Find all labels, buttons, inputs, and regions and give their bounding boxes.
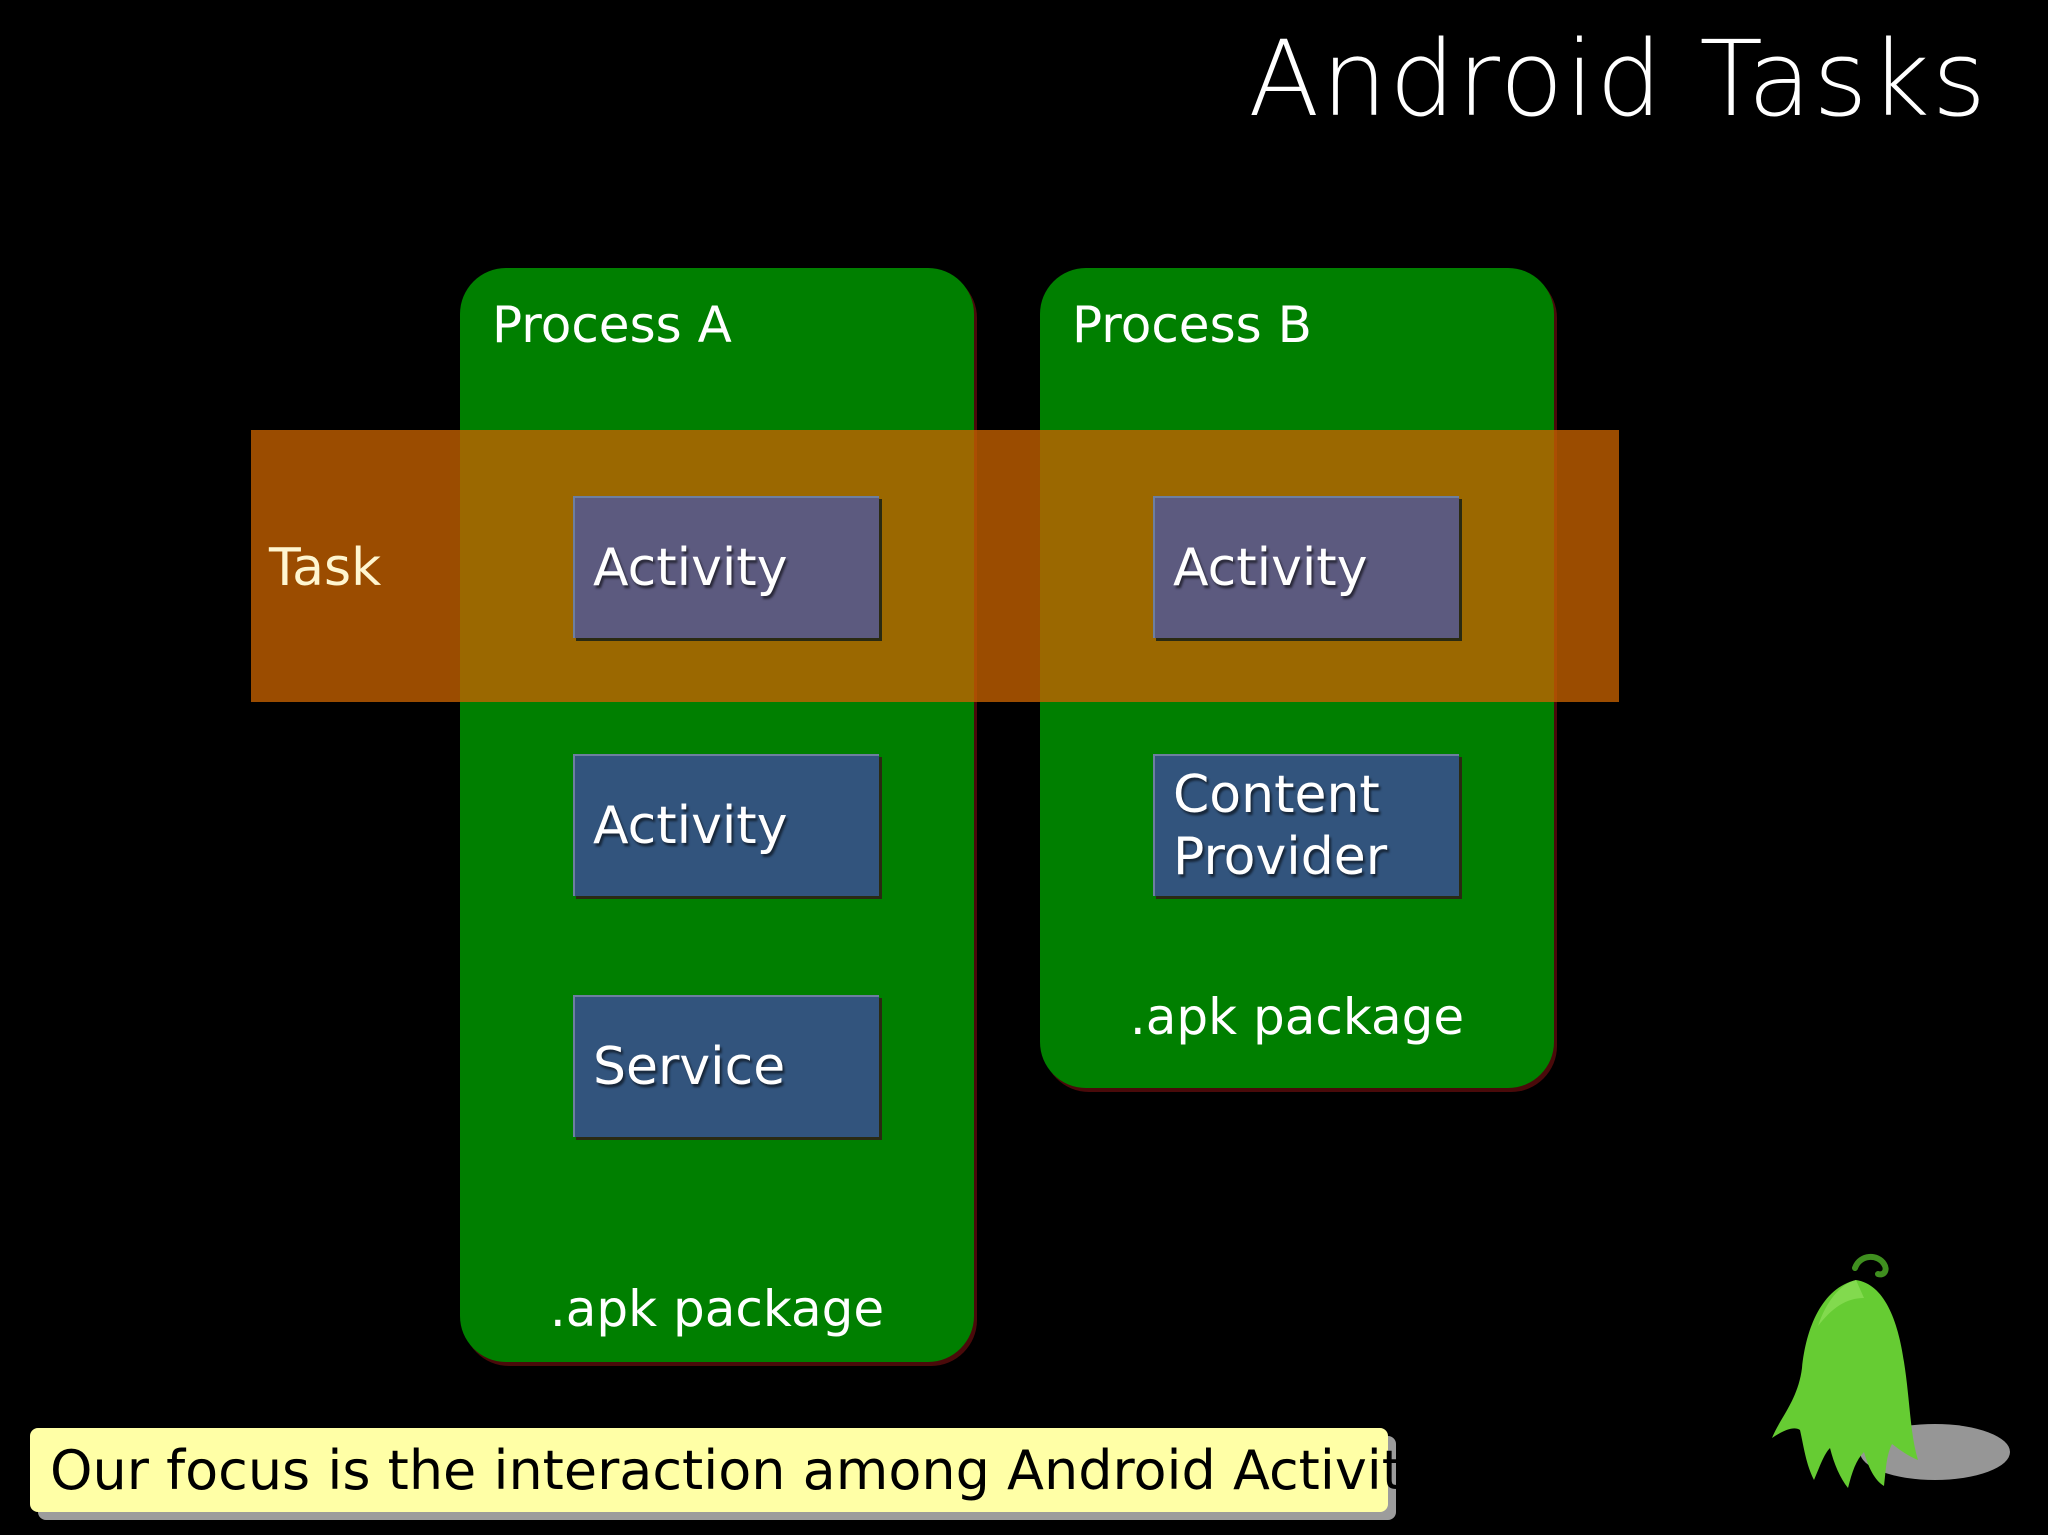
process-a-apk-label: .apk package [549, 1280, 885, 1338]
component-label: Activity [1173, 538, 1368, 598]
process-b-label: Process B [1072, 296, 1312, 354]
slide-title: Android Tasks [1248, 18, 1988, 140]
process-b-apk-label: .apk package [1129, 988, 1465, 1046]
process-a-service: Service [573, 995, 879, 1137]
process-b-content-provider: Content Provider [1153, 754, 1459, 896]
process-b-activity-task: Activity [1153, 496, 1459, 638]
component-label: Activity [593, 796, 788, 856]
caption-text: Our focus is the interaction among Andro… [50, 1438, 1497, 1502]
process-a-activity: Activity [573, 754, 879, 896]
component-label: Activity [593, 538, 788, 598]
caption-box: Our focus is the interaction among Andro… [30, 1428, 1497, 1512]
process-a-label: Process A [492, 296, 732, 354]
component-label: Content Provider [1173, 765, 1388, 887]
task-label: Task [269, 538, 382, 598]
process-a-activity-task: Activity [573, 496, 879, 638]
component-label: Service [593, 1037, 786, 1097]
android-ghost-mascot-icon [1772, 1254, 2010, 1488]
